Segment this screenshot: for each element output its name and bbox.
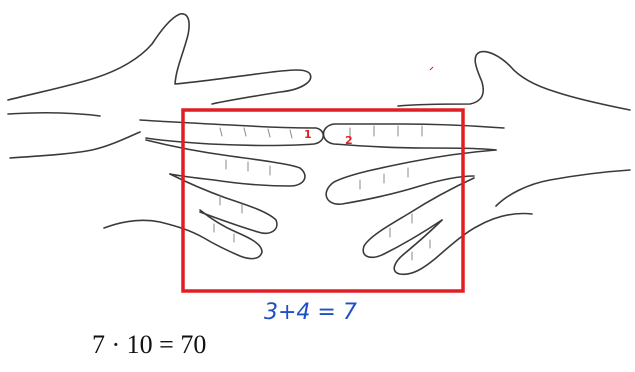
handwritten-sum: 3+4 = 7 (264, 300, 357, 325)
left-finger-marker: 1 (304, 128, 312, 141)
right-hand-drawing (322, 50, 631, 276)
left-hand-drawing (7, 13, 325, 260)
equation-text: 7 · 10 = 70 (92, 330, 207, 359)
highlight-box (181, 108, 465, 293)
right-finger-marker: 2 (345, 134, 353, 147)
